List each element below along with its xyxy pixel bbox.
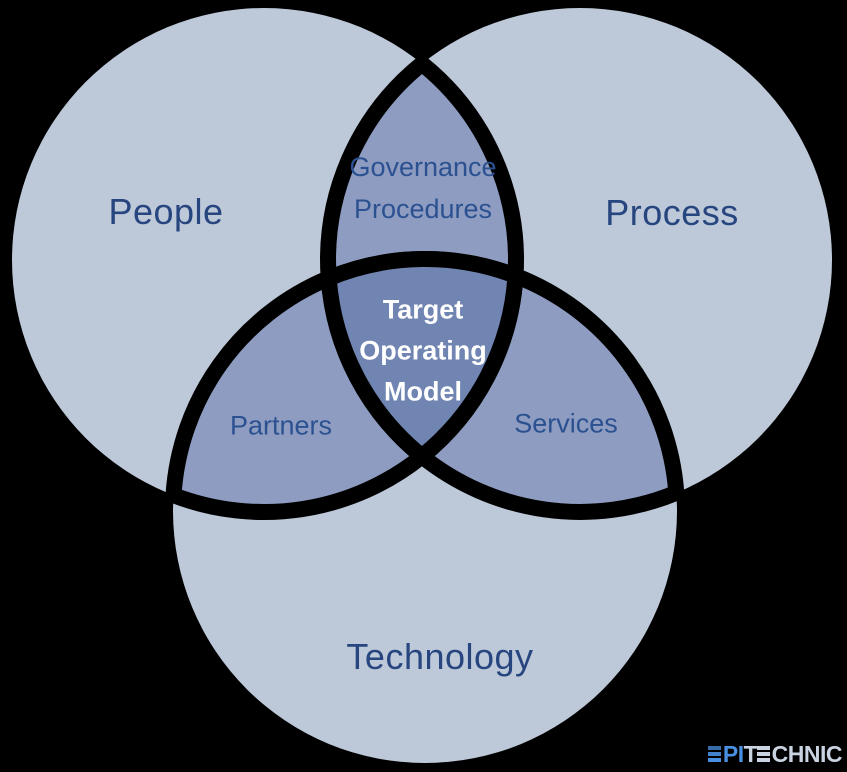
governance-line: Governance [349,152,497,182]
center-overlap-label: Target Operating Model [359,290,487,413]
logo-epi-text: PI [722,740,744,767]
governance-overlap-label: Governance Procedures [349,146,496,230]
procedures-line: Procedures [353,194,493,224]
target-line: Target [382,294,464,325]
services-overlap-label: Services [514,408,618,439]
logo-e2-icon [757,746,771,762]
people-set-label: People [108,191,224,232]
technology-set-label: Technology [346,636,534,677]
operating-line: Operating [359,335,487,366]
process-set-label: Process [605,192,739,233]
partners-overlap-label: Partners [229,410,333,441]
logo-technic-text: CHNIC [771,740,843,767]
center-overlap-region [320,251,524,465]
model-line: Model [383,376,462,407]
logo-t-text: T [743,740,758,767]
logo-e-icon [708,746,722,762]
